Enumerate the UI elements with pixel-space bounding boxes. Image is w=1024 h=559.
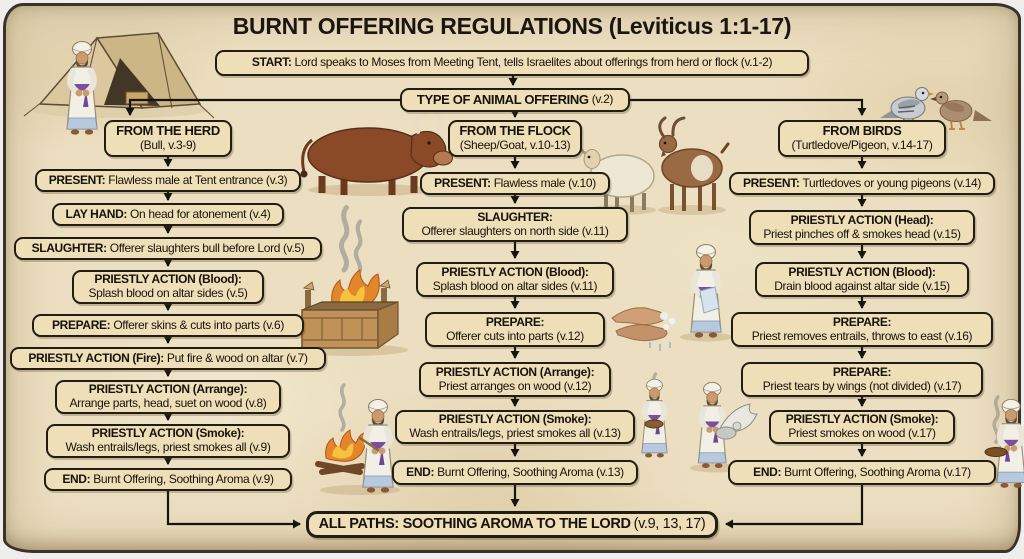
flock-smoke-node: PRIESTLY ACTION (Smoke): Wash entrails/l…: [395, 410, 635, 444]
step-label: PRIESTLY ACTION (Blood):: [441, 264, 589, 279]
step-text: Priest tears by wings (not divided) (v.1…: [762, 378, 962, 393]
start-label: START:: [251, 55, 292, 70]
birds-header-title: FROM BIRDS: [822, 123, 902, 139]
herd-prepare-node: PREPARE: Offerer skins & cuts into parts…: [32, 314, 304, 337]
flock-slaughter-node: SLAUGHTER: Offerer slaughters on north s…: [402, 207, 628, 242]
birds-prepare-entrails-node: PREPARE: Priest removes entrails, throws…: [731, 312, 993, 347]
start-node: START: Lord speaks to Moses from Meeting…: [215, 50, 809, 76]
herd-fire-node: PRIESTLY ACTION (Fire): Put fire & wood …: [10, 347, 326, 370]
step-text: Arrange parts, head, suet on wood (v.8): [69, 396, 267, 410]
herd-smoke-node: PRIESTLY ACTION (Smoke): Wash entrails/l…: [46, 424, 290, 458]
flock-arrange-node: PRIESTLY ACTION (Arrange): Priest arrang…: [419, 362, 611, 397]
flock-prepare-node: PREPARE: Offerer cuts into parts (v.12): [425, 312, 605, 347]
step-label: PRIESTLY ACTION (Arrange):: [88, 382, 248, 397]
flock-header-title: FROM THE FLOCK: [459, 123, 571, 139]
step-label: END:: [406, 464, 435, 479]
flock-end-node: END: Burnt Offering, Soothing Aroma (v.1…: [392, 460, 638, 485]
step-text: On head for atonement (v.4): [130, 206, 271, 221]
step-label: SLAUGHTER:: [477, 209, 553, 224]
step-label: PRIESTLY ACTION (Head):: [790, 212, 934, 227]
herd-present-node: PRESENT: Flawless male at Tent entrance …: [35, 169, 301, 192]
step-text: Offerer slaughters on north side (v.11): [421, 223, 609, 238]
birds-head-node: PRIESTLY ACTION (Head): Priest pinches o…: [749, 210, 975, 245]
step-label: PRIESTLY ACTION (Fire):: [28, 350, 164, 365]
step-text: Drain blood against altar side (v.15): [774, 278, 950, 293]
step-label: PRIESTLY ACTION (Smoke):: [91, 426, 245, 441]
step-label: PRESENT:: [742, 175, 800, 190]
birds-header-node: FROM BIRDS (Turtledove/Pigeon, v.14-17): [778, 120, 946, 157]
step-text: Offerer skins & cuts into parts (v.6): [113, 317, 284, 332]
step-text: Wash entrails/legs, priest smokes all (v…: [409, 426, 621, 440]
herd-slaughter-node: SLAUGHTER: Offerer slaughters bull befor…: [14, 237, 322, 260]
all-paths-label: ALL PATHS: SOOTHING AROMA TO THE LORD: [318, 516, 631, 533]
herd-blood-node: PRIESTLY ACTION (Blood): Splash blood on…: [72, 270, 264, 304]
flock-header-node: FROM THE FLOCK (Sheep/Goat, v.10-13): [448, 120, 582, 157]
step-label: PREPARE:: [832, 314, 892, 329]
birds-end-node: END: Burnt Offering, Soothing Aroma (v.1…: [728, 460, 996, 485]
step-label: PRIESTLY ACTION (Arrange):: [435, 364, 595, 379]
all-paths-verse: (v.9, 13, 17): [633, 516, 706, 533]
start-text: Lord speaks to Moses from Meeting Tent, …: [294, 55, 773, 70]
birds-blood-node: PRIESTLY ACTION (Blood): Drain blood aga…: [755, 262, 969, 297]
step-text: Flawless male (v.10): [493, 175, 596, 190]
step-label: END:: [62, 471, 91, 486]
flock-header-sub: (Sheep/Goat, v.10-13): [459, 138, 571, 153]
step-text: Splash blood on altar sides (v.11): [432, 278, 598, 293]
all-paths-node: ALL PATHS: SOOTHING AROMA TO THE LORD (v…: [306, 511, 718, 538]
page-title: BURNT OFFERING REGULATIONS (Leviticus 1:…: [232, 13, 792, 39]
step-text: Priest smokes on wood (v.17): [788, 426, 936, 440]
step-label: PRESENT:: [48, 172, 106, 187]
step-label: PREPARE:: [832, 364, 892, 379]
step-text: Priest pinches off & smokes head (v.15): [763, 226, 961, 241]
step-text: Offerer cuts into parts (v.12): [446, 328, 584, 343]
herd-arrange-node: PRIESTLY ACTION (Arrange): Arrange parts…: [55, 380, 281, 414]
herd-lay-hand-node: LAY HAND: On head for atonement (v.4): [52, 203, 284, 226]
step-text: Splash blood on altar sides (v.5): [88, 286, 248, 300]
step-label: PRIESTLY ACTION (Blood):: [788, 264, 936, 279]
herd-header-node: FROM THE HERD (Bull, v.3-9): [104, 120, 232, 157]
step-label: PREPARE:: [52, 317, 111, 332]
herd-header-title: FROM THE HERD: [116, 123, 220, 139]
step-text: Burnt Offering, Soothing Aroma (v.9): [93, 471, 274, 486]
flock-blood-node: PRIESTLY ACTION (Blood): Splash blood on…: [416, 262, 614, 297]
birds-present-node: PRESENT: Turtledoves or young pigeons (v…: [729, 172, 995, 195]
step-text: Wash entrails/legs, priest smokes all (v…: [65, 440, 271, 454]
step-text: Flawless male at Tent entrance (v.3): [108, 172, 288, 187]
step-text: Turtledoves or young pigeons (v.14): [802, 175, 982, 190]
type-label: TYPE OF ANIMAL OFFERING: [416, 91, 589, 107]
step-text: Burnt Offering, Soothing Aroma (v.13): [437, 464, 624, 479]
flock-present-node: PRESENT: Flawless male (v.10): [420, 172, 610, 195]
step-text: Put fire & wood on altar (v.7): [166, 350, 308, 365]
step-label: SLAUGHTER:: [31, 240, 108, 255]
herd-header-sub: (Bull, v.3-9): [140, 138, 196, 153]
step-label: PRIESTLY ACTION (Smoke):: [438, 412, 592, 427]
step-label: PRESENT:: [434, 175, 491, 190]
step-label: LAY HAND:: [65, 206, 128, 221]
birds-smoke-node: PRIESTLY ACTION (Smoke): Priest smokes o…: [769, 410, 955, 444]
birds-prepare-wings-node: PREPARE: Priest tears by wings (not divi…: [741, 362, 983, 397]
type-of-offering-node: TYPE OF ANIMAL OFFERING (v.2): [400, 88, 630, 112]
birds-header-sub: (Turtledove/Pigeon, v.14-17): [791, 138, 933, 153]
step-text: Priest arranges on wood (v.12): [438, 378, 592, 393]
type-verse: (v.2): [591, 92, 614, 107]
step-text: Priest removes entrails, throws to east …: [751, 328, 973, 343]
herd-end-node: END: Burnt Offering, Soothing Aroma (v.9…: [44, 468, 292, 491]
step-label: PRIESTLY ACTION (Blood):: [94, 272, 242, 287]
step-label: PRIESTLY ACTION (Smoke):: [785, 412, 939, 427]
step-label: END:: [753, 464, 782, 479]
step-text: Offerer slaughters bull before Lord (v.5…: [109, 240, 305, 255]
step-label: PREPARE:: [485, 314, 545, 329]
step-text: Burnt Offering, Soothing Aroma (v.17): [784, 464, 971, 479]
